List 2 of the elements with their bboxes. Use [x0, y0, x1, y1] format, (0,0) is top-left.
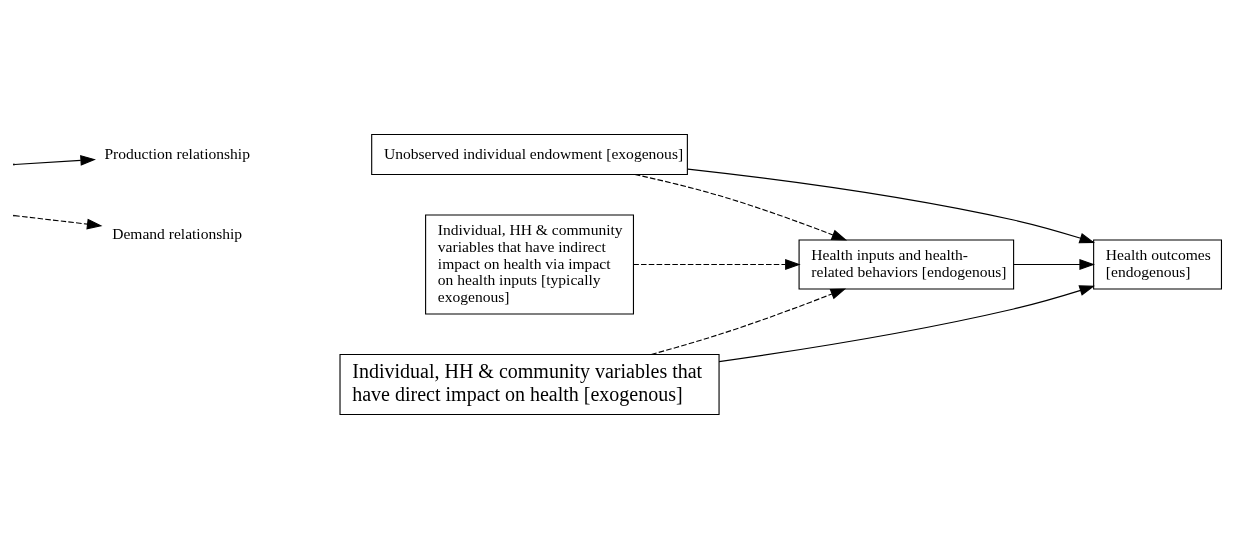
legend-label: Production relationship	[104, 144, 250, 162]
legend-label: Demand relationship	[112, 224, 243, 242]
